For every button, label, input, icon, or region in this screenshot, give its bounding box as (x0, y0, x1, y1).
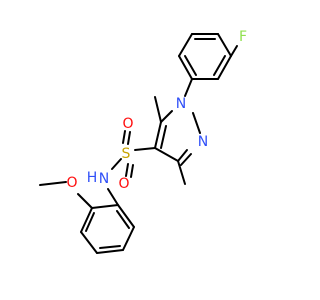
bond (160, 110, 173, 123)
bond (154, 147, 179, 162)
atom-O-top: O (122, 116, 133, 132)
bond (217, 55, 232, 80)
bond (85, 212, 95, 232)
bond (184, 55, 197, 76)
bond (130, 164, 134, 178)
atom-S: S (122, 146, 131, 162)
bond (134, 147, 156, 151)
bond (125, 163, 129, 177)
atom-N2: N (198, 134, 208, 150)
molecule-svg: F N N S O O N H O (39, 29, 247, 254)
bond (99, 245, 121, 249)
bond (192, 112, 201, 134)
bond (117, 204, 135, 228)
bond (127, 131, 131, 145)
bond (91, 204, 119, 209)
bond (116, 210, 130, 229)
bond (154, 121, 162, 149)
bond (80, 207, 93, 233)
bond (122, 226, 135, 251)
atom-NH: N (99, 171, 109, 187)
bond (107, 188, 119, 206)
atom-N1: N (176, 96, 186, 112)
bonds (39, 33, 238, 254)
bond (160, 125, 167, 149)
bond (178, 33, 193, 57)
bond (111, 158, 122, 170)
bond (122, 130, 126, 144)
bond (178, 55, 193, 80)
bond (80, 231, 98, 254)
bond (180, 153, 192, 166)
bond (154, 96, 162, 123)
bond (177, 160, 186, 185)
bond (213, 55, 226, 76)
bond (77, 193, 93, 209)
bond (230, 45, 238, 57)
atom-F: F (239, 29, 247, 45)
structure-diagram: F N N S O O N H O (39, 29, 247, 254)
atom-H: H (87, 170, 98, 186)
bond (217, 33, 232, 57)
atom-O-bottom: O (118, 176, 129, 192)
bond (177, 149, 188, 162)
atom-labels: F N N S O O N H O (66, 29, 247, 192)
bond (39, 181, 67, 186)
bond (184, 78, 193, 97)
bond (96, 249, 124, 254)
atom-O-methoxy: O (66, 175, 77, 191)
